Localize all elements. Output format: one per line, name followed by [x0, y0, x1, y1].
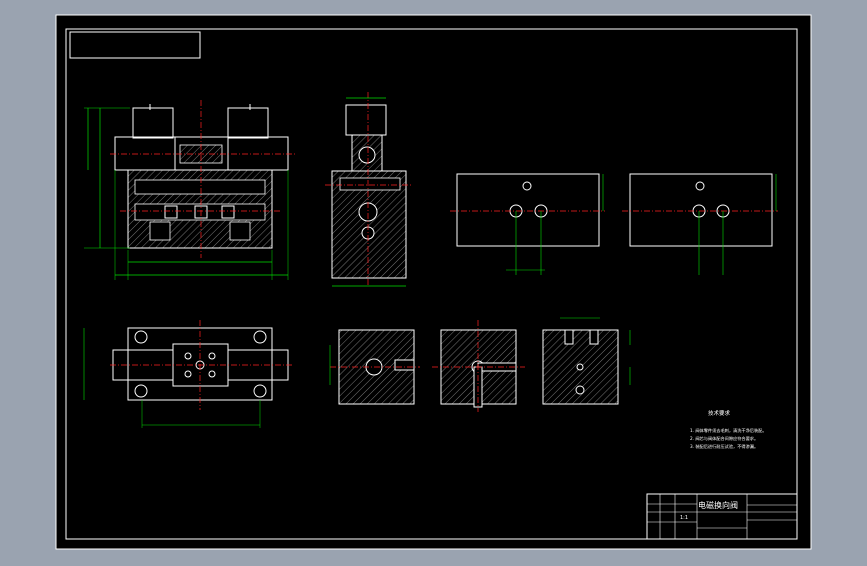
drawing-title: 电磁换向阀: [698, 500, 738, 510]
sheet-outer-border: [55, 14, 812, 550]
requirement-item: 1. 阀体零件须去毛刺，清洗干净后装配。: [690, 427, 767, 434]
technical-requirements: 技术要求 1. 阀体零件须去毛刺，清洗干净后装配。 2. 阀芯与阀体配合间隙应符…: [690, 409, 767, 450]
drawing-scale: 1:1: [680, 515, 688, 521]
requirement-item: 3. 装配后进行耐压试验，不得渗漏。: [690, 443, 758, 450]
section-view-2: [432, 320, 525, 412]
sheet-inner-border: [65, 28, 798, 540]
front-view: [84, 100, 295, 280]
plate-view-right: [622, 173, 778, 275]
section-view-1: [329, 329, 420, 405]
corner-label-box: [69, 31, 201, 59]
plate-view-left: [450, 173, 605, 275]
side-view: [325, 92, 412, 287]
top-view: [83, 320, 292, 428]
requirements-heading: 技术要求: [708, 409, 731, 417]
drawing-sheet: [56, 15, 811, 549]
title-block: 电磁换向阀 1:1: [646, 493, 798, 540]
requirement-item: 2. 阀芯与阀体配合间隙应符合要求。: [690, 435, 758, 442]
section-view-3: [542, 317, 631, 405]
